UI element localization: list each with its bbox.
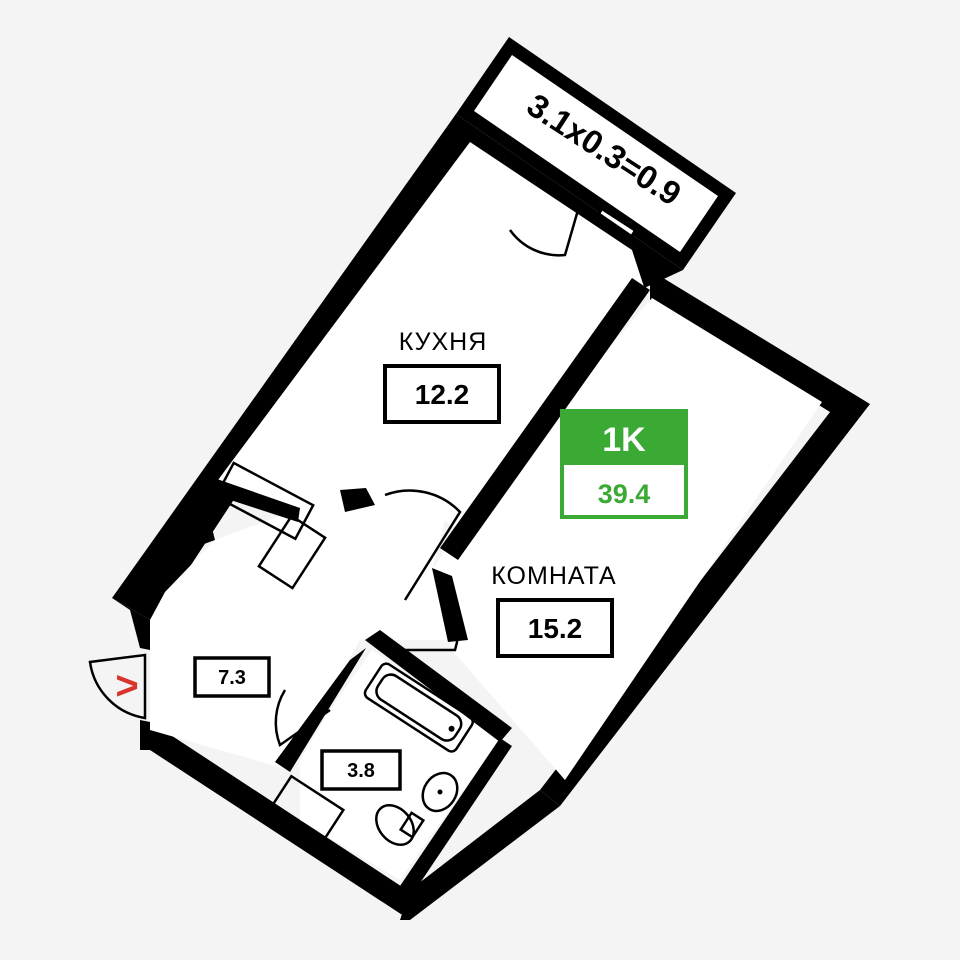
hall-area: 7.3 bbox=[218, 667, 246, 689]
room-label: КОМНАТА 15.2 bbox=[491, 562, 616, 658]
hall-niche bbox=[257, 514, 327, 590]
balcony-door-swing-icon bbox=[508, 209, 580, 257]
bath-area: 3.8 bbox=[347, 760, 375, 782]
bath-door-swing-icon bbox=[274, 689, 331, 747]
entrance-door-swing-icon bbox=[88, 653, 147, 720]
partitions bbox=[206, 278, 650, 895]
bathtub-icon bbox=[363, 662, 474, 753]
south-wall bbox=[400, 790, 560, 920]
sink-icon bbox=[421, 771, 459, 813]
hall-area-box bbox=[193, 656, 271, 698]
kitchen-area: 12.2 bbox=[415, 379, 470, 410]
room-floor bbox=[432, 298, 822, 780]
badge-total-area: 39.4 bbox=[598, 479, 651, 509]
hall-floor bbox=[150, 500, 450, 770]
hall-closet bbox=[268, 774, 346, 844]
south-west-wall bbox=[150, 728, 410, 920]
entrance-arrow-icon: > bbox=[115, 664, 138, 708]
kitchen-hall-partition-2 bbox=[340, 488, 375, 512]
apartment-badge: 1K 39.4 bbox=[560, 409, 688, 519]
toilet-icon bbox=[375, 804, 415, 846]
room-door-swing-icon bbox=[380, 579, 460, 652]
kitchen-niche bbox=[214, 461, 315, 541]
kitchen-hall-partition bbox=[206, 478, 300, 522]
bath-fixtures bbox=[363, 662, 474, 846]
west-wall bbox=[112, 114, 470, 600]
entrance-wall-left bbox=[112, 598, 150, 650]
room-area-box bbox=[496, 598, 614, 658]
bath-label: 3.8 bbox=[320, 749, 402, 791]
kitchen-name: КУХНЯ bbox=[399, 328, 488, 356]
sink-drain bbox=[437, 789, 443, 795]
bath-north-wall bbox=[365, 630, 512, 742]
entrance-wall-lower bbox=[140, 720, 150, 750]
kitchen-door-swing-icon bbox=[384, 489, 462, 601]
niches bbox=[214, 461, 346, 844]
bath-east-wall bbox=[400, 738, 512, 895]
balcony-floor bbox=[474, 55, 718, 252]
toilet-tank bbox=[398, 811, 426, 839]
doors bbox=[88, 209, 580, 747]
room-area: 15.2 bbox=[528, 613, 583, 644]
hall-label: 7.3 bbox=[193, 656, 271, 698]
badge-header bbox=[562, 411, 686, 465]
kitchen-area-box bbox=[383, 364, 501, 424]
bath-west-wall bbox=[275, 648, 366, 772]
room-name: КОМНАТА bbox=[491, 562, 616, 590]
kitchen-room-partition bbox=[440, 278, 650, 560]
bath-area-box bbox=[320, 749, 402, 791]
kitchen-label: КУХНЯ 12.2 bbox=[383, 328, 501, 424]
bathtub-drain bbox=[448, 725, 455, 732]
badge-type: 1K bbox=[602, 421, 646, 459]
bathtub-inner bbox=[375, 673, 463, 742]
